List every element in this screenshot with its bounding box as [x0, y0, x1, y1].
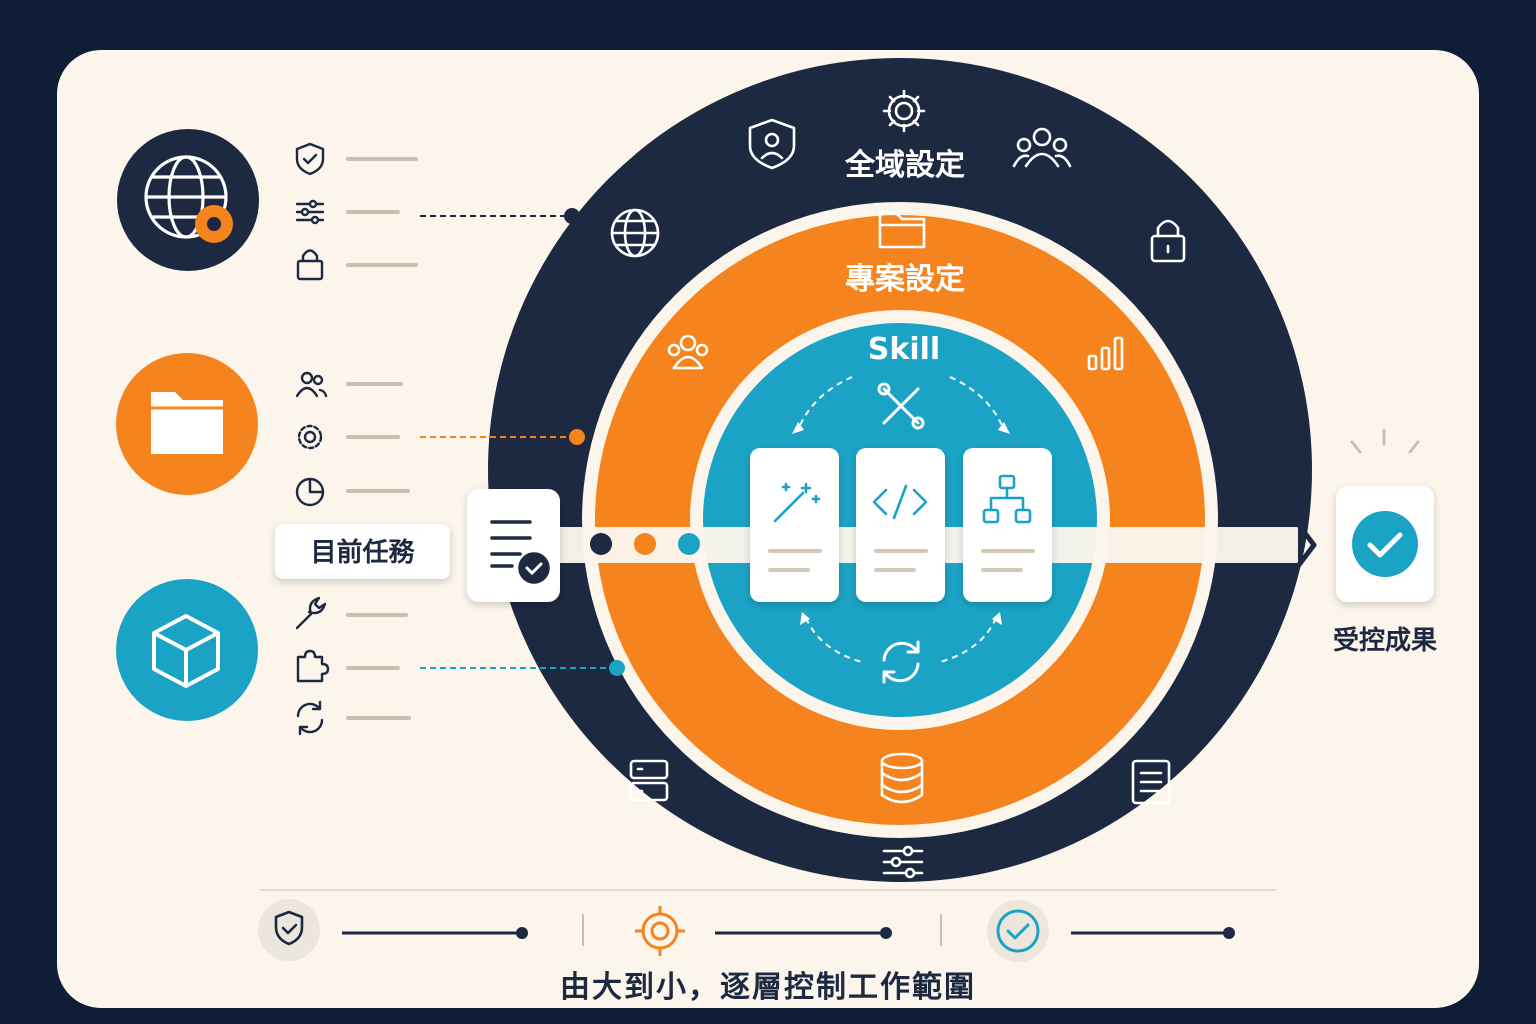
result-label: 受控成果: [1332, 626, 1437, 656]
globe-icon: [610, 208, 660, 258]
database-icon: [880, 752, 924, 804]
pipeline-dot-teal: [678, 533, 700, 555]
document-icon: [1131, 759, 1171, 805]
sparkle-icon: [1350, 428, 1420, 454]
task-list-check-icon: [490, 520, 550, 584]
step-3: [987, 900, 1235, 962]
sliders-icon: [882, 845, 924, 879]
cycle-arrows: [797, 376, 1005, 663]
gear-icon: [297, 424, 323, 450]
server-icon: [629, 759, 669, 802]
skill-card-3[interactable]: [963, 448, 1052, 602]
task-label-box: [275, 524, 450, 579]
target-icon: [635, 906, 685, 956]
refresh-icon: [296, 700, 324, 736]
sitemap-icon: [982, 474, 1032, 524]
lock-icon: [1150, 219, 1186, 263]
folder-icon: [151, 392, 223, 454]
shield-user-icon: [748, 118, 796, 170]
orange-gear-badge: [195, 205, 233, 243]
refresh-icon: [882, 640, 920, 684]
skill-card-2[interactable]: [856, 448, 945, 602]
tools-icon: [877, 382, 925, 430]
shield-check-icon: [274, 910, 304, 946]
pie-chart-icon: [295, 477, 325, 507]
users-icon: [295, 371, 328, 398]
lock-icon: [296, 249, 324, 281]
inner-ring-label: Skill: [867, 332, 941, 367]
shield-check-icon: [295, 142, 325, 176]
code-icon: [872, 484, 928, 520]
task-label: 目前任務: [310, 538, 415, 568]
middle-ring-label: 專案設定: [845, 262, 965, 297]
folder-icon: [878, 211, 926, 249]
step-2: [629, 900, 892, 962]
wrench-icon: [295, 596, 327, 630]
legend-circle-global[interactable]: [117, 129, 259, 271]
gear-icon: [882, 89, 926, 133]
check-circle-icon: [996, 909, 1040, 953]
puzzle-icon: [296, 649, 330, 683]
task-card[interactable]: [467, 489, 560, 602]
pipeline-arrow-head: [1290, 514, 1317, 576]
skill-card-1[interactable]: [750, 448, 839, 602]
bar-chart-icon: [1087, 336, 1124, 371]
pipeline-dot-orange: [634, 533, 656, 555]
sliders-icon: [295, 199, 325, 225]
check-circle-icon: [1352, 511, 1418, 577]
pipeline-dot-navy: [590, 533, 612, 555]
cube-icon: [152, 614, 220, 688]
users-group-icon: [1012, 127, 1072, 168]
magic-wand-icon: [773, 482, 821, 523]
caption: 由大到小，逐層控制工作範圍: [560, 970, 976, 1005]
outer-ring-label: 全域設定: [845, 148, 965, 183]
step-1: [258, 899, 528, 961]
users-icon: [667, 334, 709, 370]
